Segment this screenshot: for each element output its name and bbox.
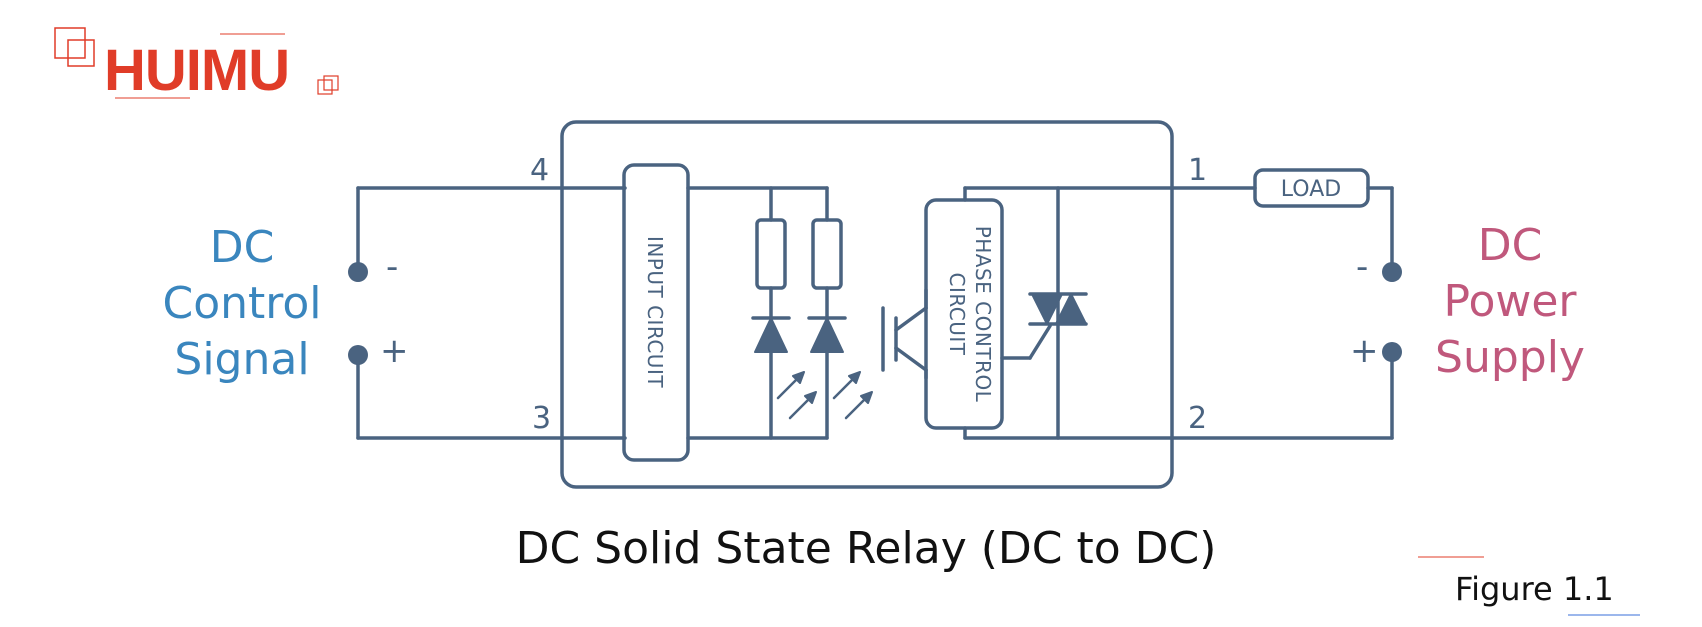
input-circuit-label: INPUT CIRCUIT — [643, 236, 667, 388]
phototransistor — [881, 288, 928, 380]
input-circuit-block — [622, 163, 690, 462]
triac — [1000, 292, 1088, 360]
logo-square-inner — [67, 39, 95, 67]
resistor-2 — [811, 218, 843, 290]
figure-label: Figure 1.1 — [1455, 570, 1614, 608]
logo-text: HUIMU — [104, 38, 289, 103]
light-arrows — [776, 371, 873, 420]
control-label-line-1: DC — [210, 222, 275, 273]
phase-control-label-line2: CIRCUIT — [945, 273, 969, 356]
resistor-led-branch-1 — [751, 186, 791, 440]
output-wiring — [963, 186, 1402, 440]
diagram-caption: DC Solid State Relay (DC to DC) — [516, 523, 1217, 574]
control-plus-sign: + — [380, 331, 409, 371]
led-diode-2 — [810, 317, 844, 353]
load-box — [1253, 168, 1370, 208]
resistor-1 — [755, 218, 787, 290]
phase-control-label-line1: PHASE CONTROL — [971, 226, 995, 403]
pin-1-label: 1 — [1188, 153, 1207, 188]
logo-small-square-2 — [323, 75, 339, 91]
power-plus-terminal — [1382, 342, 1402, 362]
pin-4-label: 4 — [530, 153, 549, 188]
pin-3-label: 3 — [532, 401, 551, 436]
power-label-line-1: DC — [1478, 220, 1543, 271]
control-wiring — [348, 186, 627, 440]
led-diode-1 — [754, 317, 788, 353]
power-minus-sign: - — [1356, 247, 1368, 287]
control-label-line-3: Signal — [174, 334, 309, 385]
control-label-line-2: Control — [162, 278, 321, 329]
phase-control-label: PHASE CONTROL CIRCUIT — [945, 226, 995, 403]
load-label: LOAD — [1281, 177, 1341, 202]
brand-logo: HUIMU — [54, 27, 339, 103]
power-side-label: DC Power Supply — [1435, 220, 1585, 383]
power-minus-terminal — [1382, 262, 1402, 282]
power-plus-sign: + — [1350, 331, 1379, 371]
relay-housing — [560, 120, 1174, 489]
control-minus-terminal — [348, 262, 368, 282]
logo-small-square-1 — [317, 79, 333, 95]
control-minus-sign: - — [386, 247, 398, 287]
pin-2-label: 2 — [1188, 401, 1207, 436]
logo-square-outer — [54, 27, 86, 59]
power-label-line-3: Supply — [1435, 332, 1585, 383]
power-label-line-2: Power — [1443, 276, 1577, 327]
resistor-led-branch-2 — [807, 186, 847, 440]
control-side-label: DC Control Signal — [162, 222, 321, 385]
control-plus-terminal — [348, 345, 368, 365]
